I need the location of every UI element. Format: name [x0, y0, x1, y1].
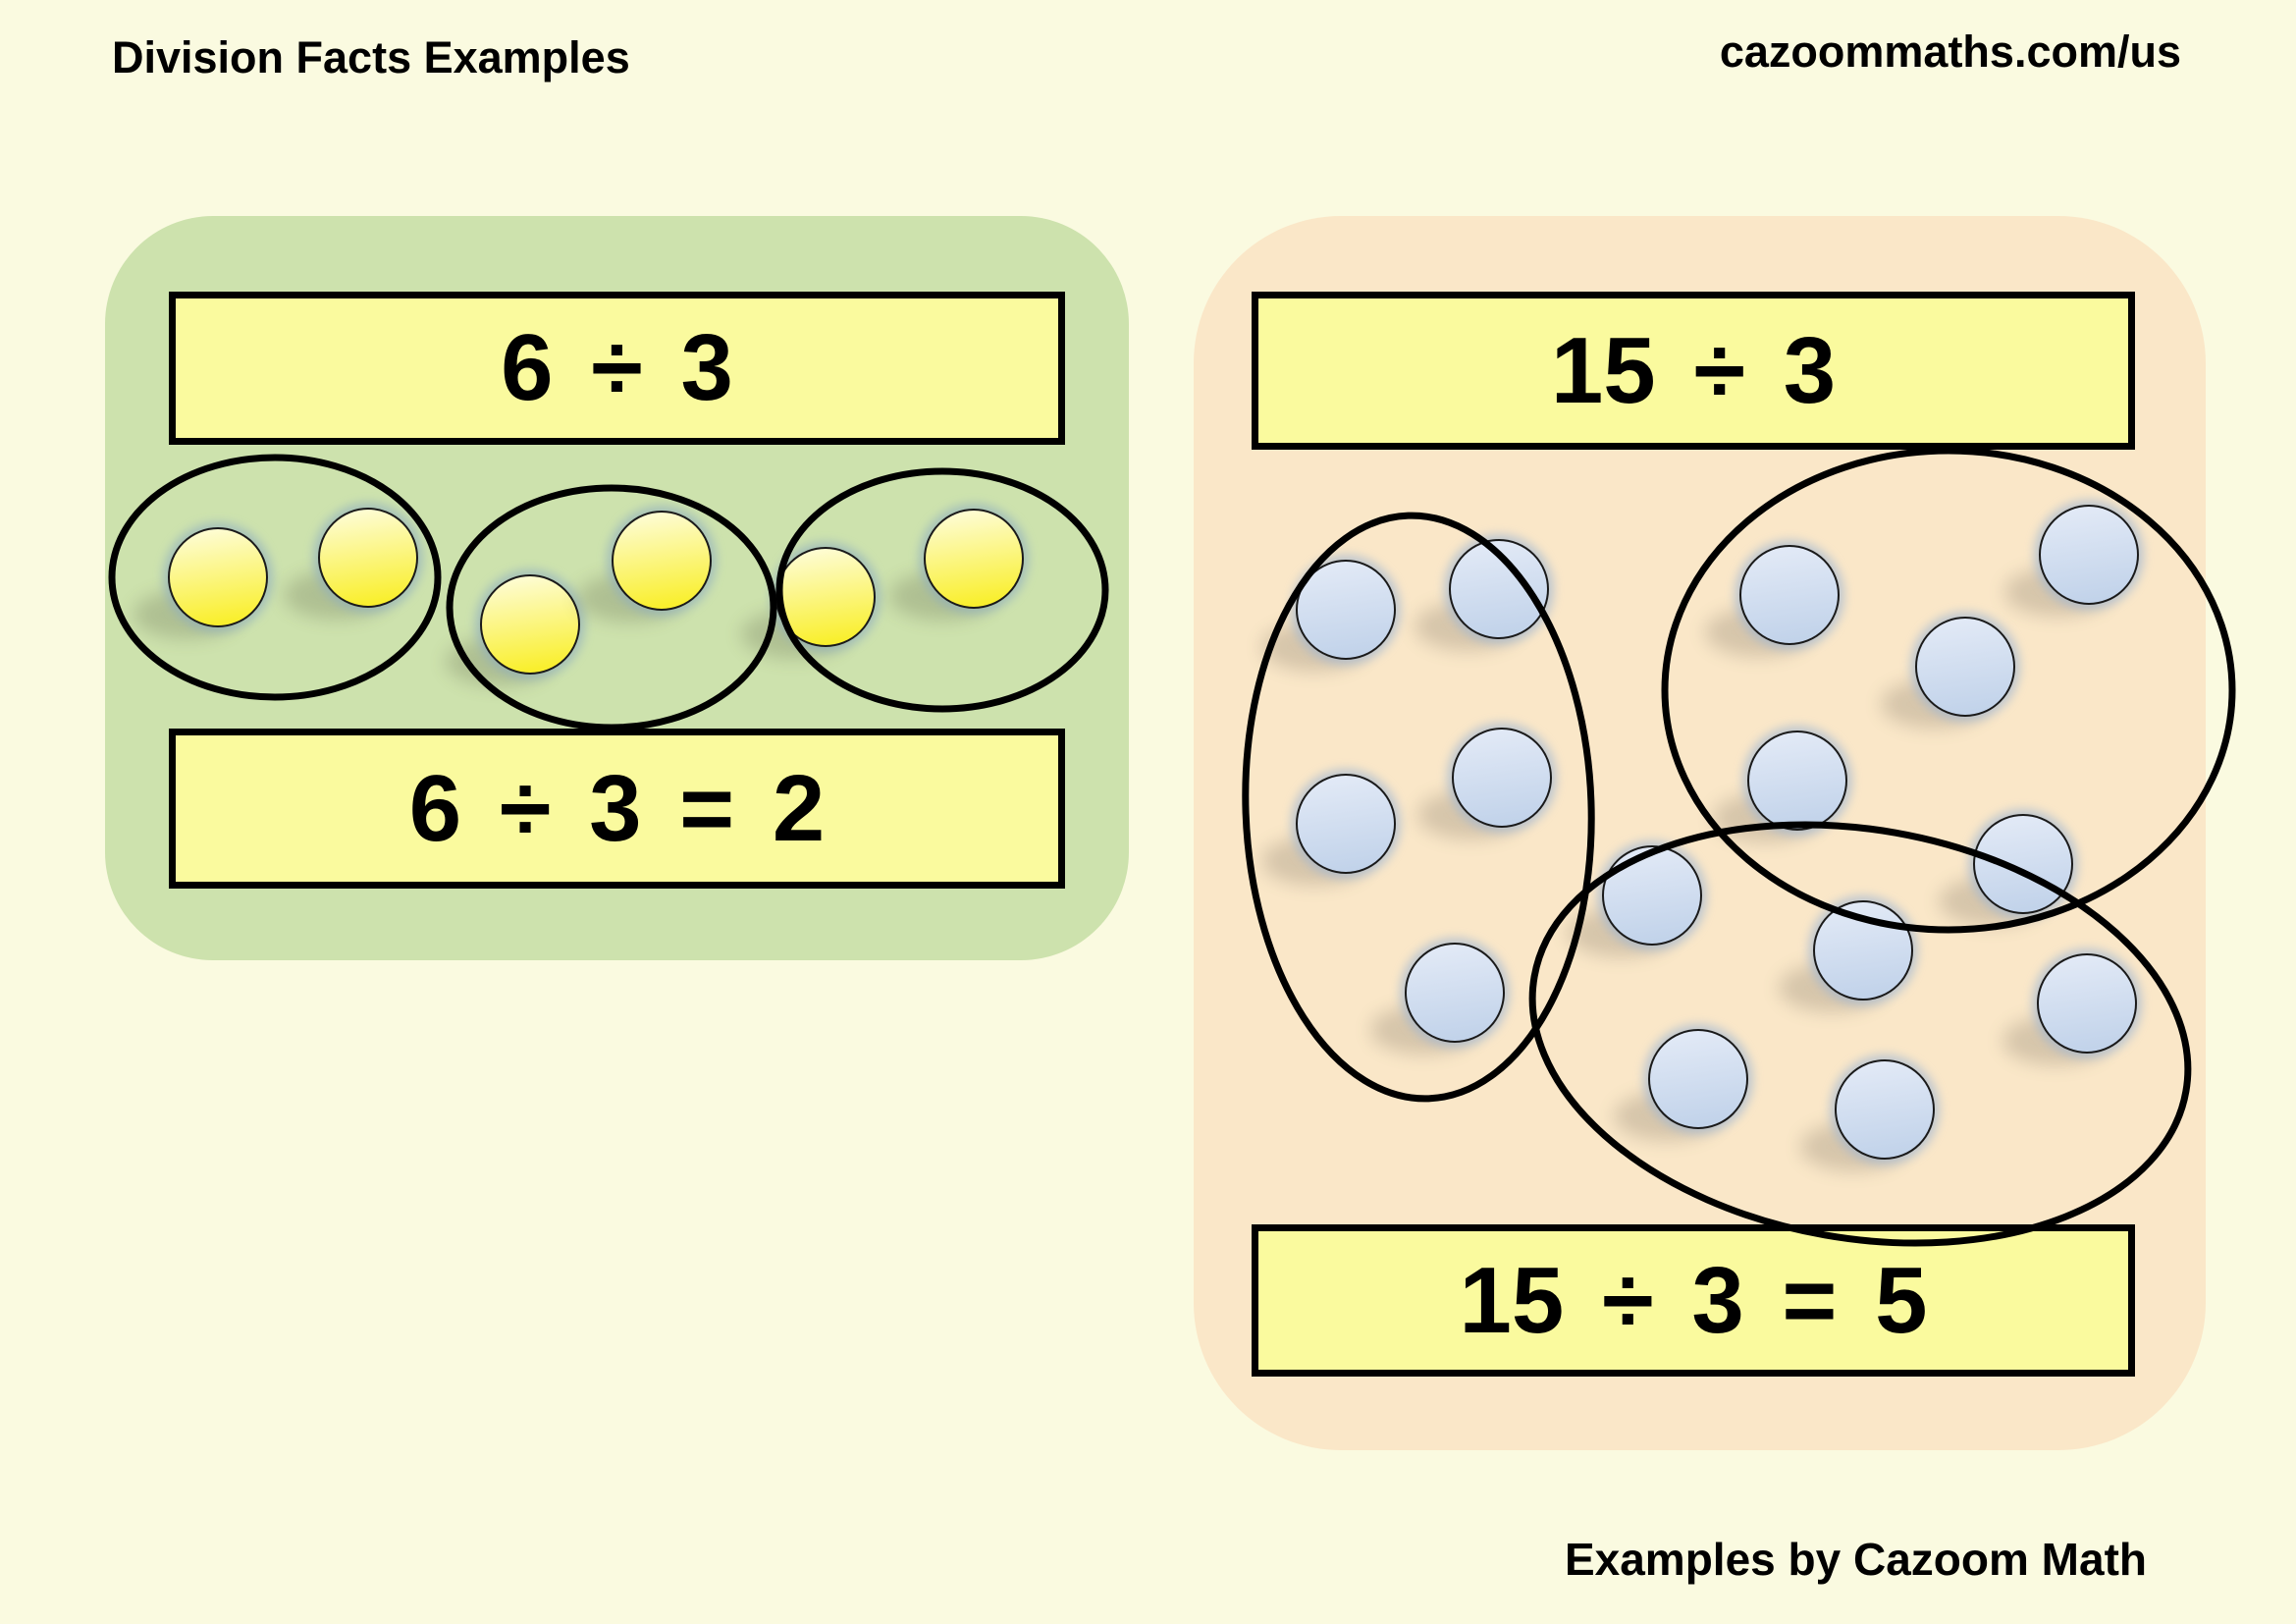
problem-box-left: 6 ÷ 3 [169, 292, 1065, 445]
solution-text-right: 15 ÷ 3 = 5 [1459, 1247, 1928, 1353]
example-panel-division-6-by-3: 6 ÷ 3 6 ÷ 3 = 2 [105, 216, 1129, 960]
solution-box-right: 15 ÷ 3 = 5 [1252, 1224, 2135, 1377]
problem-box-right: 15 ÷ 3 [1252, 292, 2135, 450]
credit-text: Examples by Cazoom Math [1564, 1534, 2147, 1585]
example-panel-division-15-by-3: 15 ÷ 3 15 ÷ 3 = 5 [1194, 216, 2206, 1450]
problem-text-right: 15 ÷ 3 [1550, 317, 1837, 423]
solution-box-left: 6 ÷ 3 = 2 [169, 729, 1065, 889]
site-url: cazoommaths.com/us [1719, 27, 2181, 77]
solution-text-left: 6 ÷ 3 = 2 [408, 755, 826, 861]
page-title: Division Facts Examples [112, 32, 630, 82]
problem-text-left: 6 ÷ 3 [501, 315, 733, 420]
